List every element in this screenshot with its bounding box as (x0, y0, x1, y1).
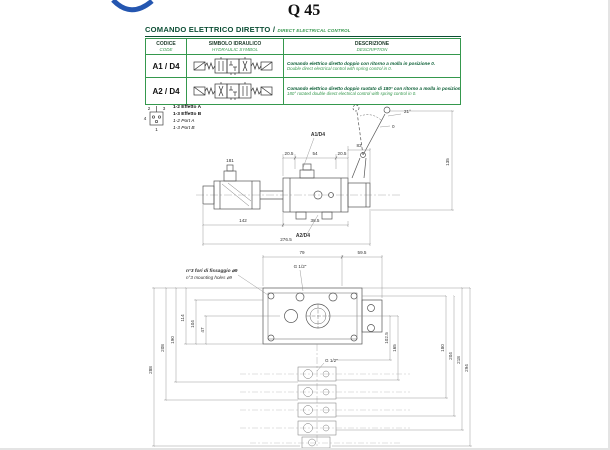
plan-view-dimension-labels: 79 59.5 G 1/2" n°3 fori di fissaggio ⌀9 … (148, 250, 469, 374)
section-header: COMANDO ELETTRICO DIRETTO / DIRECT ELECT… (145, 25, 461, 37)
table-row: A1 / D4 (146, 54, 460, 77)
coil-label: 181 (226, 158, 234, 163)
description-cell: Comando elettrico diretto doppio con rit… (284, 55, 460, 77)
table-header-row: CODICE CODE SIMBOLO IDRAULICO HYDRAULIC … (146, 39, 460, 54)
description-en: Double direct electrical control with sp… (287, 66, 392, 71)
hydraulic-symbol (193, 82, 273, 100)
section-title-separator: / (270, 25, 278, 34)
legend-line-port-b: 1-3 Port B (173, 126, 195, 131)
code-cell: A1 / D4 (146, 55, 187, 77)
dim-body: 54 (312, 151, 318, 156)
dim-59-5: 59.5 (358, 250, 367, 255)
logo-swoosh-icon (111, 0, 154, 13)
legend-line-effetto-a: 1-2 Effetto A (173, 105, 202, 110)
dim-right-180: 180 (440, 344, 445, 352)
section-title-it: COMANDO ELETTRICO DIRETTO (145, 25, 271, 34)
header-cell-description: DESCRIZIONE DESCRIPTION (284, 39, 460, 54)
dim-right-165: 165 (392, 344, 397, 352)
dim-83: 83 (356, 143, 362, 148)
dim-left-208: 208 (160, 344, 165, 352)
pin-label: 4 (144, 116, 147, 121)
header-cell-symbol: SIMBOLO IDRAULICO HYDRAULIC SYMBOL (187, 39, 284, 54)
dim-right-cap: 20.5 (338, 151, 347, 156)
dim-right-204: 204 (448, 352, 453, 360)
header-code-it: CODICE (156, 41, 176, 47)
dim-left-288: 288 (148, 366, 153, 374)
side-view-lever (351, 104, 391, 179)
dim-left-47: 47 (200, 327, 205, 333)
mounting-holes-note-en: n°3 mounting holes ⌀9 (186, 275, 232, 280)
header-desc-en: DESCRIPTION (356, 47, 388, 52)
table-row: A2 / D4 (146, 77, 460, 104)
side-view-dimension-lines (202, 110, 454, 246)
page-title: Q 45 (287, 2, 321, 19)
pin-label: 3 (163, 106, 166, 111)
side-view-dimension-labels: 20.5 54 20.5 83 181 142 38.5 276.5 135 2… (226, 109, 450, 242)
description-en: 180° rotated double direct electrical co… (287, 91, 417, 96)
header-symbol-en: HYDRAULIC SYMBOL (211, 47, 258, 52)
header-cell-code: CODICE CODE (146, 39, 187, 54)
port-bottom-label: G 1/2" (325, 358, 338, 363)
code-value: A1 / D4 (152, 61, 180, 71)
dim-38-5: 38.5 (311, 218, 320, 223)
port-top-label: G 1/2" (294, 264, 307, 269)
hydraulic-symbol (193, 57, 273, 75)
pin-label: 1 (155, 127, 158, 132)
dim-142: 142 (239, 218, 247, 223)
dim-right-218: 218 (456, 356, 461, 364)
side-view-valve-body (202, 163, 371, 220)
header-desc-it: DESCRIZIONE (354, 41, 390, 47)
dim-overall: 276.5 (280, 237, 292, 242)
header-code-en: CODE (159, 47, 173, 52)
legend-lines: 1-2 Effetto A 1-3 Effetto B 1-2 Port A 1… (173, 100, 201, 134)
description-it: Comando elettrico diretto doppio con rit… (287, 61, 436, 66)
symbol-cell (187, 55, 284, 77)
dim-left-114: 114 (180, 314, 185, 322)
plan-view-dimension-lines (152, 255, 472, 447)
dim-right-102-5: 102.5 (384, 332, 389, 344)
connector-symbol: 2 3 4 1 (144, 106, 166, 132)
legend-line-effetto-b: 1-3 Effetto B (173, 112, 202, 117)
dim-left-cap: 20.5 (285, 151, 294, 156)
dim-79: 79 (299, 250, 305, 255)
section-title-en: DIRECT ELECTRICAL CONTROL (277, 28, 351, 33)
dim-left-190: 190 (170, 336, 175, 344)
description-it: Comando elettrico diretto doppio ruotato… (287, 86, 460, 91)
angle-21: 21° (404, 109, 411, 114)
dim-left-104: 104 (190, 320, 195, 328)
description-cell: Comando elettrico diretto doppio ruotato… (284, 78, 460, 104)
symbol-cell (187, 78, 284, 104)
control-codes-table: CODICE CODE SIMBOLO IDRAULICO HYDRAULIC … (145, 38, 461, 105)
code-cell: A2 / D4 (146, 78, 187, 104)
mounting-holes-note-it: n°3 fori di fissaggio ⌀9 (186, 268, 238, 274)
label-a2-d4: A2/D4 (296, 233, 310, 239)
ports-legend: 2 3 4 1 1-2 Effetto A 1-3 Effetto B 1-2 … (141, 100, 202, 134)
angle-0: 0 (392, 124, 395, 129)
legend-line-port-a: 1-2 Port A (173, 119, 195, 124)
dim-height-135: 135 (445, 158, 450, 166)
dim-right-294: 294 (464, 364, 469, 372)
plan-view-extra-sections (240, 344, 410, 448)
label-a1-d4: A1/D4 (311, 132, 325, 138)
code-value: A2 / D4 (152, 86, 180, 96)
header-symbol-it: SIMBOLO IDRAULICO (208, 41, 262, 47)
pin-label: 2 (148, 106, 151, 111)
